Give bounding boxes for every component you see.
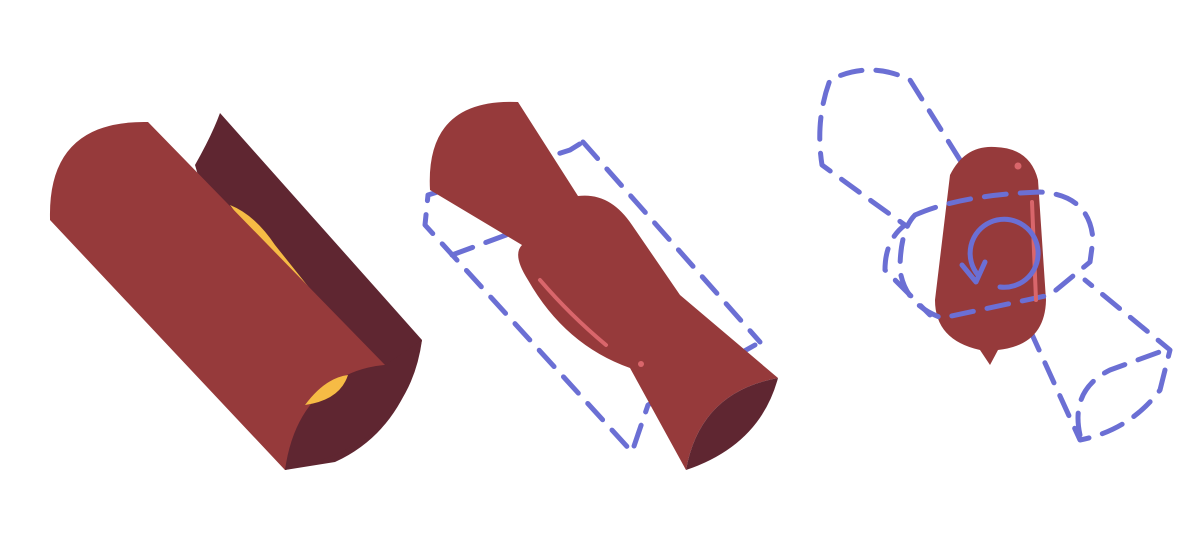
twisted-cylinder	[422, 101, 778, 470]
capsule-highlight	[1030, 200, 1038, 302]
rotate-icon	[959, 216, 1041, 290]
cylinder-body	[49, 121, 385, 471]
guide-inner-line	[449, 225, 528, 258]
opened-cylinder	[49, 113, 422, 471]
twisted-body	[429, 101, 778, 470]
guide-ghost-upper	[817, 67, 963, 318]
cylinder-end-cap	[285, 340, 422, 470]
rotating-capsule	[817, 67, 1173, 443]
guide-ghost-lower	[1027, 277, 1173, 443]
capsule-body	[935, 146, 1046, 365]
highlight-stroke	[538, 278, 608, 347]
cylinder-inner-filling	[305, 375, 348, 405]
twisted-end-cap	[686, 378, 778, 470]
guide-rotated-rect	[897, 189, 1096, 321]
guide-outline	[422, 139, 763, 455]
capsule-highlight-dot	[1014, 162, 1022, 170]
highlight-dot	[638, 361, 644, 367]
